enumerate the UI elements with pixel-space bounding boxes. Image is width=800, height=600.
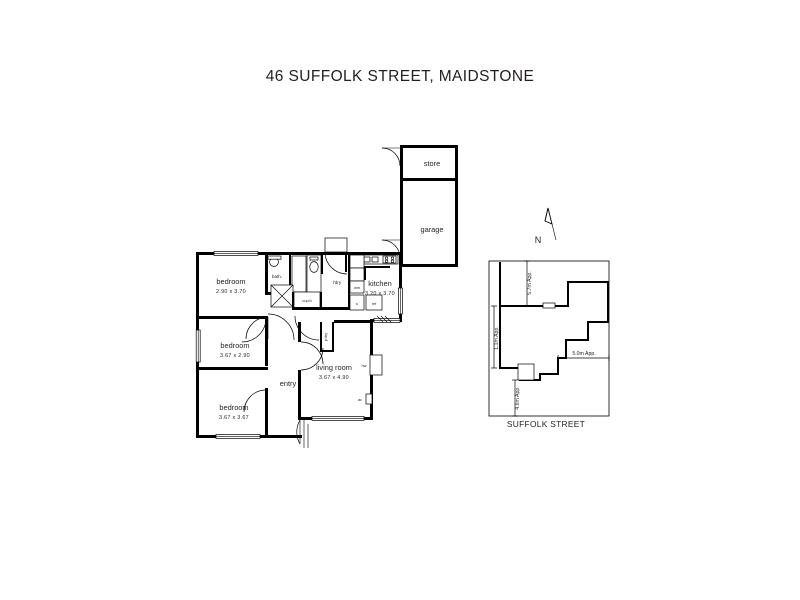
garage-block: store garage bbox=[381, 145, 458, 267]
fixture-label-refrigerator: ref bbox=[372, 301, 377, 306]
fixture-pantry: p'dry bbox=[320, 322, 334, 352]
room-bedroom-3: bedroom 3.67 x 3.67 bbox=[219, 389, 267, 421]
room-label-garage: garage bbox=[420, 225, 443, 234]
room-dimensions-bedroom-1: 2.90 x 3.70 bbox=[216, 289, 246, 295]
north-arrow-icon: N bbox=[535, 207, 557, 245]
room-label-kitchen: kitchen bbox=[368, 279, 391, 288]
room-bedroom-2: bedroom 3.67 x 2.90 bbox=[220, 317, 267, 359]
site-plan: 5.7m App. 1.1m App. 5.0m App. 4.6m App. … bbox=[488, 260, 610, 429]
room-label-entry: entry bbox=[280, 379, 297, 388]
site-dimension-frontage: 4.6m App. bbox=[515, 386, 521, 409]
site-dimension-east-setback: 5.0m App. bbox=[572, 351, 595, 357]
fixture-cupboard: cup'd bbox=[292, 291, 322, 310]
fixture-label-cupboard: cup'd bbox=[302, 298, 311, 303]
room-label-living: living room bbox=[316, 363, 352, 372]
fixture-label-sink: s bbox=[356, 301, 358, 306]
page-title: 46 SUFFOLK STREET, MAIDSTONE bbox=[265, 68, 535, 85]
site-dimension-front-setback: 5.7m App. bbox=[527, 271, 533, 294]
room-dimensions-bedroom-3: 3.67 x 3.67 bbox=[219, 415, 249, 421]
room-label-bedroom-2: bedroom bbox=[220, 341, 249, 350]
windows bbox=[195, 251, 403, 439]
fixture-label-hot-water: hw bbox=[362, 363, 367, 368]
room-dimensions-kitchen: 3.20 x 3.70 bbox=[365, 291, 395, 297]
room-label-bedroom-3: bedroom bbox=[219, 403, 248, 412]
room-dimensions-bedroom-2: 3.67 x 2.90 bbox=[220, 353, 250, 359]
fixture-label-washing-machine: wm bbox=[354, 285, 360, 290]
room-label-store: store bbox=[424, 159, 440, 168]
hall-openings bbox=[376, 315, 392, 323]
room-label-bathroom: bath. bbox=[272, 274, 282, 279]
room-dimensions-living: 3.67 x 4.90 bbox=[319, 375, 349, 381]
site-dimension-west-setback: 1.1m App. bbox=[494, 326, 500, 349]
room-bedroom-1: bedroom 2.90 x 3.70 bbox=[216, 277, 269, 340]
site-street-label: SUFFOLK STREET bbox=[507, 419, 585, 429]
fixture-label-air-conditioner: ac bbox=[358, 397, 362, 402]
room-living: living room 3.67 x 4.90 hw ac bbox=[300, 320, 383, 405]
room-laundry: l'dry bbox=[321, 237, 350, 310]
room-kitchen: wm s ref kitchen 3.20 x 3.70 bbox=[349, 254, 399, 311]
room-label-bedroom-1: bedroom bbox=[216, 277, 245, 286]
fixture-label-pantry: p'dry bbox=[323, 333, 328, 341]
room-label-laundry: l'dry bbox=[333, 280, 342, 285]
room-entry: entry bbox=[267, 313, 320, 448]
north-arrow-label: N bbox=[535, 235, 542, 245]
room-bathroom: bath. bbox=[265, 252, 322, 308]
